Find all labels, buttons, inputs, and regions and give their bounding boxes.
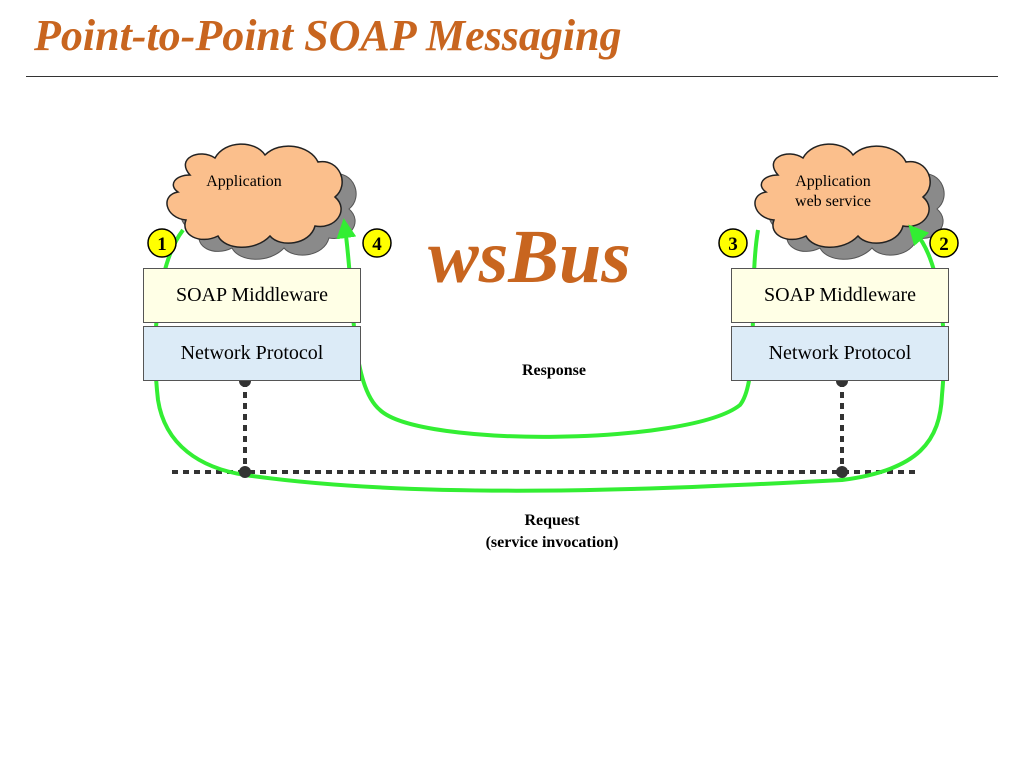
response-label: Response: [521, 362, 586, 379]
right-application-cloud: [754, 143, 945, 260]
right-cloud-label-line2: web service: [795, 193, 871, 210]
request-label: Request (service invocation): [452, 510, 652, 554]
wsbus-brand: wsBus: [428, 215, 631, 299]
step-badge-1-text: 1: [157, 234, 167, 255]
step-badge-1: 1: [147, 228, 177, 258]
request-label-line2: (service invocation): [485, 534, 619, 551]
right-cloud-label-line1: Application: [795, 173, 871, 190]
right-network-protocol: Network Protocol: [731, 326, 949, 381]
right-cloud-shape: [754, 143, 931, 248]
step-badge-2: 2: [929, 228, 959, 258]
step-badge-2-text: 2: [939, 234, 949, 255]
left-application-cloud: [166, 143, 357, 260]
slide-title: Point-to-Point SOAP Messaging: [34, 11, 622, 60]
left-cloud-shape: [166, 143, 343, 248]
left-soap-middleware: SOAP Middleware: [143, 268, 361, 323]
step-badge-3-text: 3: [728, 234, 738, 255]
left-cloud-label: Application: [206, 173, 282, 190]
right-bus-junction: [836, 466, 848, 478]
request-label-line1: Request: [524, 512, 580, 529]
step-badge-4: 4: [362, 228, 392, 258]
step-badge-3: 3: [718, 228, 748, 258]
left-network-protocol: Network Protocol: [143, 326, 361, 381]
request-flow-line: [153, 224, 946, 493]
right-cloud-label: Application web service: [773, 172, 893, 212]
step-badge-4-text: 4: [372, 234, 382, 255]
title-divider: [26, 76, 998, 77]
left-bus-junction: [239, 466, 251, 478]
right-soap-middleware: SOAP Middleware: [731, 268, 949, 323]
